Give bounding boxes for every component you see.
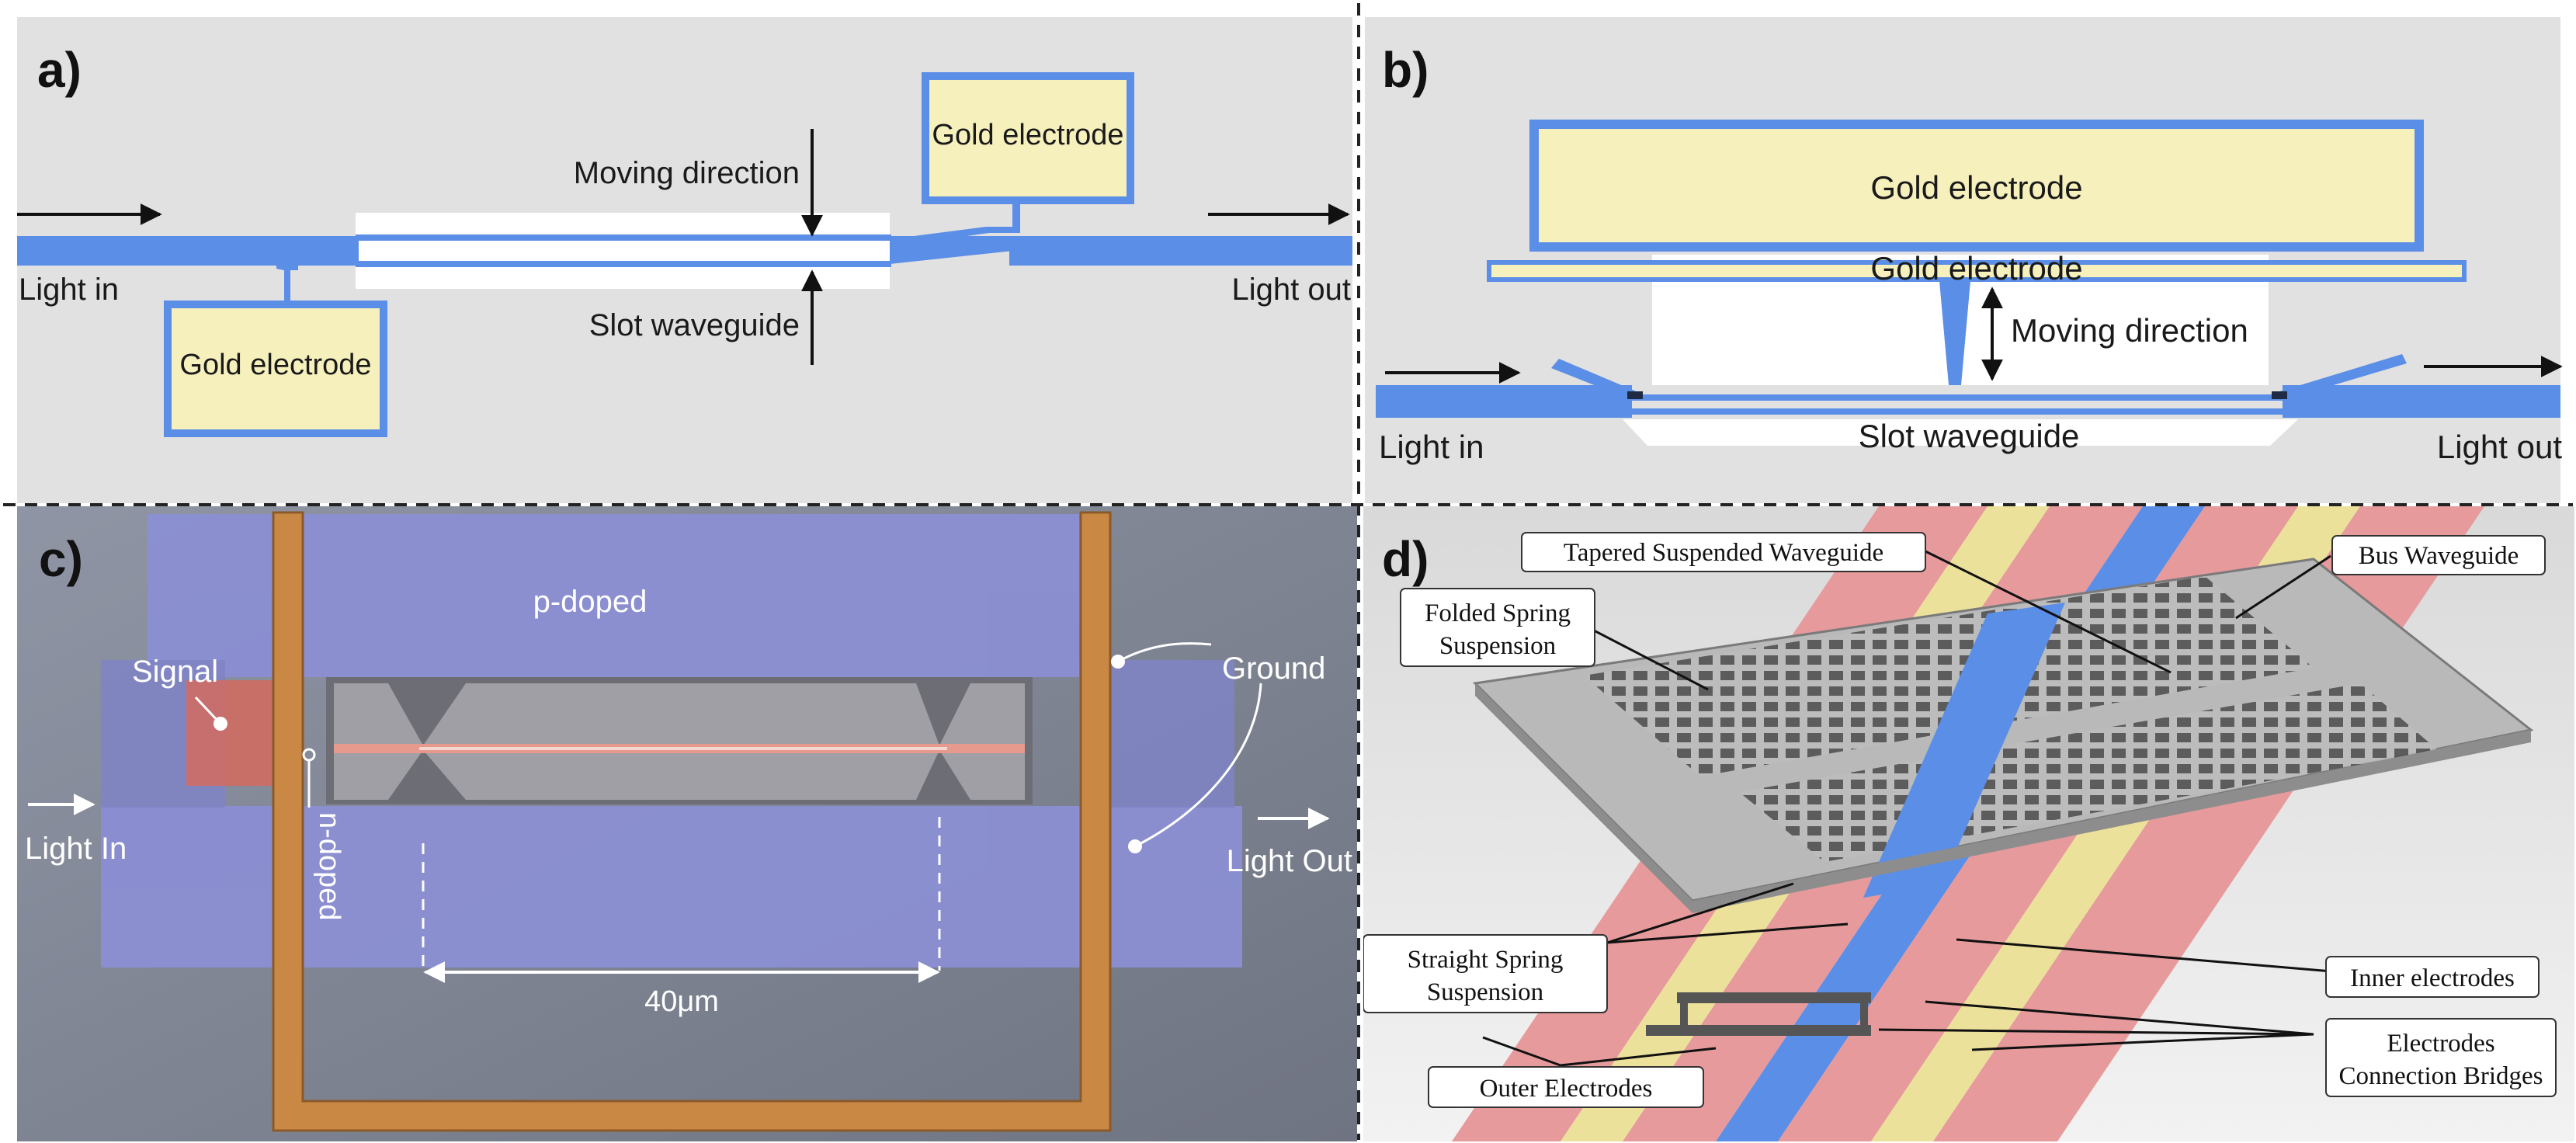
light-in-label-b: Light in: [1379, 429, 1484, 465]
electrode-top-label: Gold electrode: [932, 119, 1123, 151]
signal-callout-line: [194, 696, 220, 724]
slot-waveguide-label-b: Slot waveguide: [1859, 418, 2080, 454]
comb-platform-d: [1472, 558, 2534, 913]
connection-bridges-d: [1646, 992, 1871, 1036]
electrode-bottom-label: Gold electrode: [179, 349, 371, 381]
folded-label-2: Suspension: [1439, 632, 1556, 660]
gold-electrode-top-a: [922, 72, 1134, 204]
callouts-d: [1482, 550, 2397, 1067]
tapered-label: Tapered Suspended Waveguide: [1564, 539, 1883, 567]
panel-a-letter: a): [37, 42, 82, 98]
electrode-leads-a: [276, 189, 1020, 304]
gold-electrode-big-b: [1529, 120, 2424, 252]
outer-label: Outer Electrodes: [1480, 1075, 1653, 1103]
straight-label-1: Straight Spring: [1408, 946, 1564, 974]
ground-callout-dot-bottom: [1128, 839, 1142, 853]
panel-b-letter: b): [1382, 42, 1429, 98]
label-boxes-d: [1363, 532, 2557, 1108]
waveguide-b: [1376, 354, 2560, 418]
inner-label: Inner electrodes: [2350, 964, 2515, 992]
moving-direction-label-a: Moving direction: [574, 156, 800, 190]
electrode-big-label: Gold electrode: [1870, 169, 2082, 206]
panel-d-letter: d): [1382, 531, 1429, 587]
ground-callout-dot-top: [1111, 655, 1125, 669]
waveguide-a: [17, 235, 1352, 267]
light-out-label-b: Light out: [2437, 429, 2562, 465]
bridges-label-2: Connection Bridges: [2338, 1062, 2543, 1090]
light-out-label-a: Light out: [1232, 273, 1351, 307]
folded-label-1: Folded Spring: [1425, 599, 1571, 627]
beam-mesa-c: [334, 683, 1025, 800]
light-out-label-c: Light Out: [1227, 844, 1352, 878]
panel-a: a) Gold electrode Gold electrode Light i…: [17, 17, 1352, 503]
moving-direction-label-b: Moving direction: [2011, 312, 2248, 349]
panel-b: b) Gold electrode Gold electrode Moving …: [1365, 17, 2563, 503]
frame-c: [272, 511, 1112, 1132]
panel-c: 40μm p-doped Signal Ground n-doped Light…: [17, 506, 1357, 1141]
ground-callout-line: [1117, 642, 1212, 663]
ground-label: Ground: [1222, 651, 1325, 686]
length-label-c: 40μm: [644, 985, 719, 1018]
slot-region: [356, 213, 890, 289]
straight-label-2: Suspension: [1427, 978, 1543, 1006]
panel-c-letter: c): [39, 531, 83, 587]
bus-label: Bus Waveguide: [2359, 542, 2519, 570]
panel-d: Tapered Suspended Waveguide Bus Waveguid…: [1363, 506, 2574, 1141]
n-doped-label: n-doped: [313, 812, 345, 920]
light-in-label-a: Light in: [19, 273, 119, 307]
anchor-wedge-b: [1939, 281, 1970, 385]
signal-callout-dot: [214, 717, 227, 731]
gold-electrode-strip-b: [1487, 260, 2467, 282]
light-in-label-c: Light In: [25, 832, 127, 866]
p-doped-label: p-doped: [533, 585, 647, 619]
gold-electrode-bottom-a: [164, 301, 387, 437]
slot-waveguide-label-a: Slot waveguide: [589, 308, 800, 342]
signal-label: Signal: [132, 655, 218, 689]
ground-callout-line-2: [1134, 683, 1262, 848]
bridges-label-1: Electrodes: [2387, 1030, 2494, 1058]
electrode-strip-label: Gold electrode: [1870, 250, 2082, 287]
slot-trench-b: [1623, 419, 2298, 446]
